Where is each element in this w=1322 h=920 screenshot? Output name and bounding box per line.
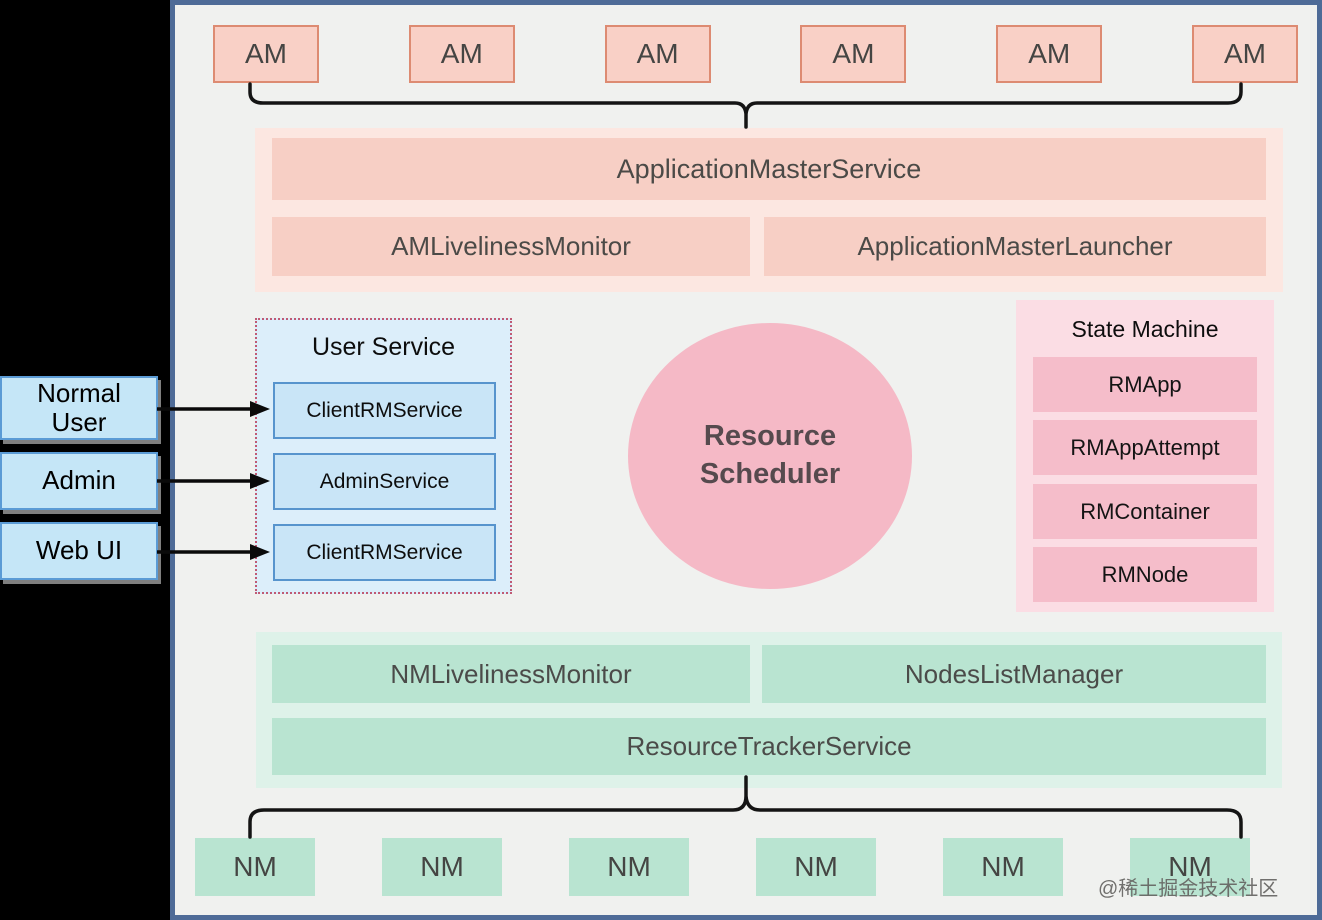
nm-node: NM: [382, 838, 502, 896]
am-node: AM: [213, 25, 319, 83]
rm-node: RMNode: [1033, 547, 1257, 602]
am-node: AM: [996, 25, 1103, 83]
nm-node: NM: [569, 838, 689, 896]
admin-service: AdminService: [273, 453, 496, 510]
actor-label: Normal User: [37, 377, 121, 437]
nm-node: NM: [756, 838, 876, 896]
rm-app-attempt: RMAppAttempt: [1033, 420, 1257, 475]
am-node: AM: [604, 25, 711, 83]
scheduler-line: Scheduler: [699, 458, 841, 490]
actor-admin: Admin: [0, 452, 158, 510]
rm-container: RMContainer: [1033, 484, 1257, 539]
user-service-group: User Service ClientRMService AdminServic…: [255, 318, 512, 594]
node-manager-row: NM NM NM NM NM NM: [195, 838, 1250, 896]
actor-label: Admin: [42, 465, 116, 496]
actor-normal-user: Normal User: [0, 376, 158, 440]
user-service-title: User Service: [311, 333, 456, 361]
am-liveliness-monitor: AMLivelinessMonitor: [272, 217, 750, 276]
rm-app: RMApp: [1033, 357, 1257, 412]
state-machine-title: State Machine: [1071, 316, 1219, 342]
watermark: @稀土掘金技术社区: [1098, 878, 1279, 900]
application-master-launcher: ApplicationMasterLauncher: [764, 217, 1266, 276]
application-master-service: ApplicationMasterService: [272, 138, 1266, 200]
client-rm-service: ClientRMService: [273, 524, 496, 581]
state-machine-group: State Machine RMApp RMAppAttempt RMConta…: [1016, 300, 1274, 612]
am-node: AM: [1191, 25, 1298, 83]
scheduler-line: Resource: [703, 420, 837, 453]
nm-node: NM: [943, 838, 1063, 896]
nm-node: NM: [1130, 838, 1250, 896]
resource-tracker-service: ResourceTrackerService: [272, 718, 1266, 775]
actor-web-ui: Web UI: [0, 522, 158, 580]
nodes-list-manager: NodesListManager: [762, 645, 1266, 703]
nm-liveliness-monitor: NMLivelinessMonitor: [272, 645, 750, 703]
client-rm-service: ClientRMService: [273, 382, 496, 439]
am-node: AM: [408, 25, 515, 83]
am-node: AM: [800, 25, 907, 83]
resource-scheduler-circle: Resource Scheduler: [628, 323, 912, 589]
actor-label: Web UI: [35, 535, 123, 566]
application-master-row: AM AM AM AM AM AM: [213, 25, 1298, 83]
application-master-service-container: ApplicationMasterService AMLivelinessMon…: [255, 128, 1283, 292]
node-manager-service-container: NMLivelinessMonitor NodesListManager Res…: [256, 632, 1282, 788]
nm-node: NM: [195, 838, 315, 896]
